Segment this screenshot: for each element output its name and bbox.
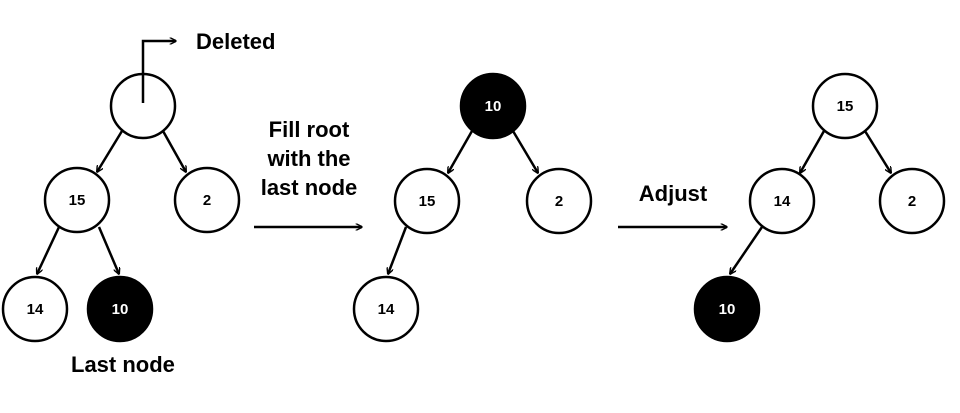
tree1-leftleft-node: 14 [1, 275, 69, 343]
tree-3: 15 14 2 10 [693, 72, 946, 343]
tree1-leftright-node-last: 10 [86, 275, 154, 343]
tree3-right-value: 2 [908, 193, 916, 210]
step1-caption-line1: Fill root [269, 117, 350, 142]
tree2-right-node: 2 [525, 167, 593, 235]
edge-root-left [97, 130, 124, 172]
step1-caption-line3: last node [261, 175, 358, 200]
tree2-left-value: 15 [419, 193, 436, 210]
tree1-leftleft-value: 14 [27, 301, 44, 318]
tree3-leftleft-value: 10 [719, 301, 736, 318]
tree1-right-node: 2 [173, 166, 241, 234]
step2-caption: Adjust [639, 181, 708, 206]
edge-root-right [863, 130, 891, 173]
tree-1: 15 2 14 10 Deleted Last node [1, 29, 275, 377]
tree1-left-node: 15 [43, 166, 111, 234]
tree2-leftleft-value: 14 [378, 301, 395, 318]
tree3-left-node: 14 [748, 167, 816, 235]
tree2-left-node: 15 [393, 167, 461, 235]
tree3-leftleft-node: 10 [693, 275, 761, 343]
step-1: Fill root with the last node [254, 117, 362, 227]
tree3-root-node: 15 [811, 72, 879, 140]
edge-root-right [511, 130, 538, 173]
edge-left-leftleft [388, 226, 408, 274]
tree3-root-value: 15 [837, 98, 854, 115]
step1-caption-line2: with the [266, 146, 350, 171]
edge-root-left [448, 130, 474, 173]
tree2-right-value: 2 [555, 193, 563, 210]
tree3-right-node: 2 [878, 167, 946, 235]
step-2: Adjust [618, 181, 727, 227]
tree1-right-value: 2 [203, 192, 211, 209]
tree2-root-value: 10 [485, 98, 502, 115]
tree2-leftleft-node: 14 [352, 275, 420, 343]
deleted-label: Deleted [196, 29, 275, 54]
tree1-left-value: 15 [69, 192, 86, 209]
tree1-leftright-value: 10 [112, 301, 129, 318]
last-node-label: Last node [71, 352, 175, 377]
edge-root-right [161, 130, 186, 172]
tree3-left-value: 14 [774, 193, 791, 210]
edge-root-left [800, 130, 826, 173]
edge-left-leftleft [730, 226, 764, 274]
edge-left-leftleft [37, 226, 61, 274]
edge-left-leftright [97, 226, 119, 274]
tree2-root-node: 10 [459, 72, 527, 140]
deleted-pointer-arrow [141, 41, 176, 103]
tree-2: 10 15 2 14 [352, 72, 593, 343]
